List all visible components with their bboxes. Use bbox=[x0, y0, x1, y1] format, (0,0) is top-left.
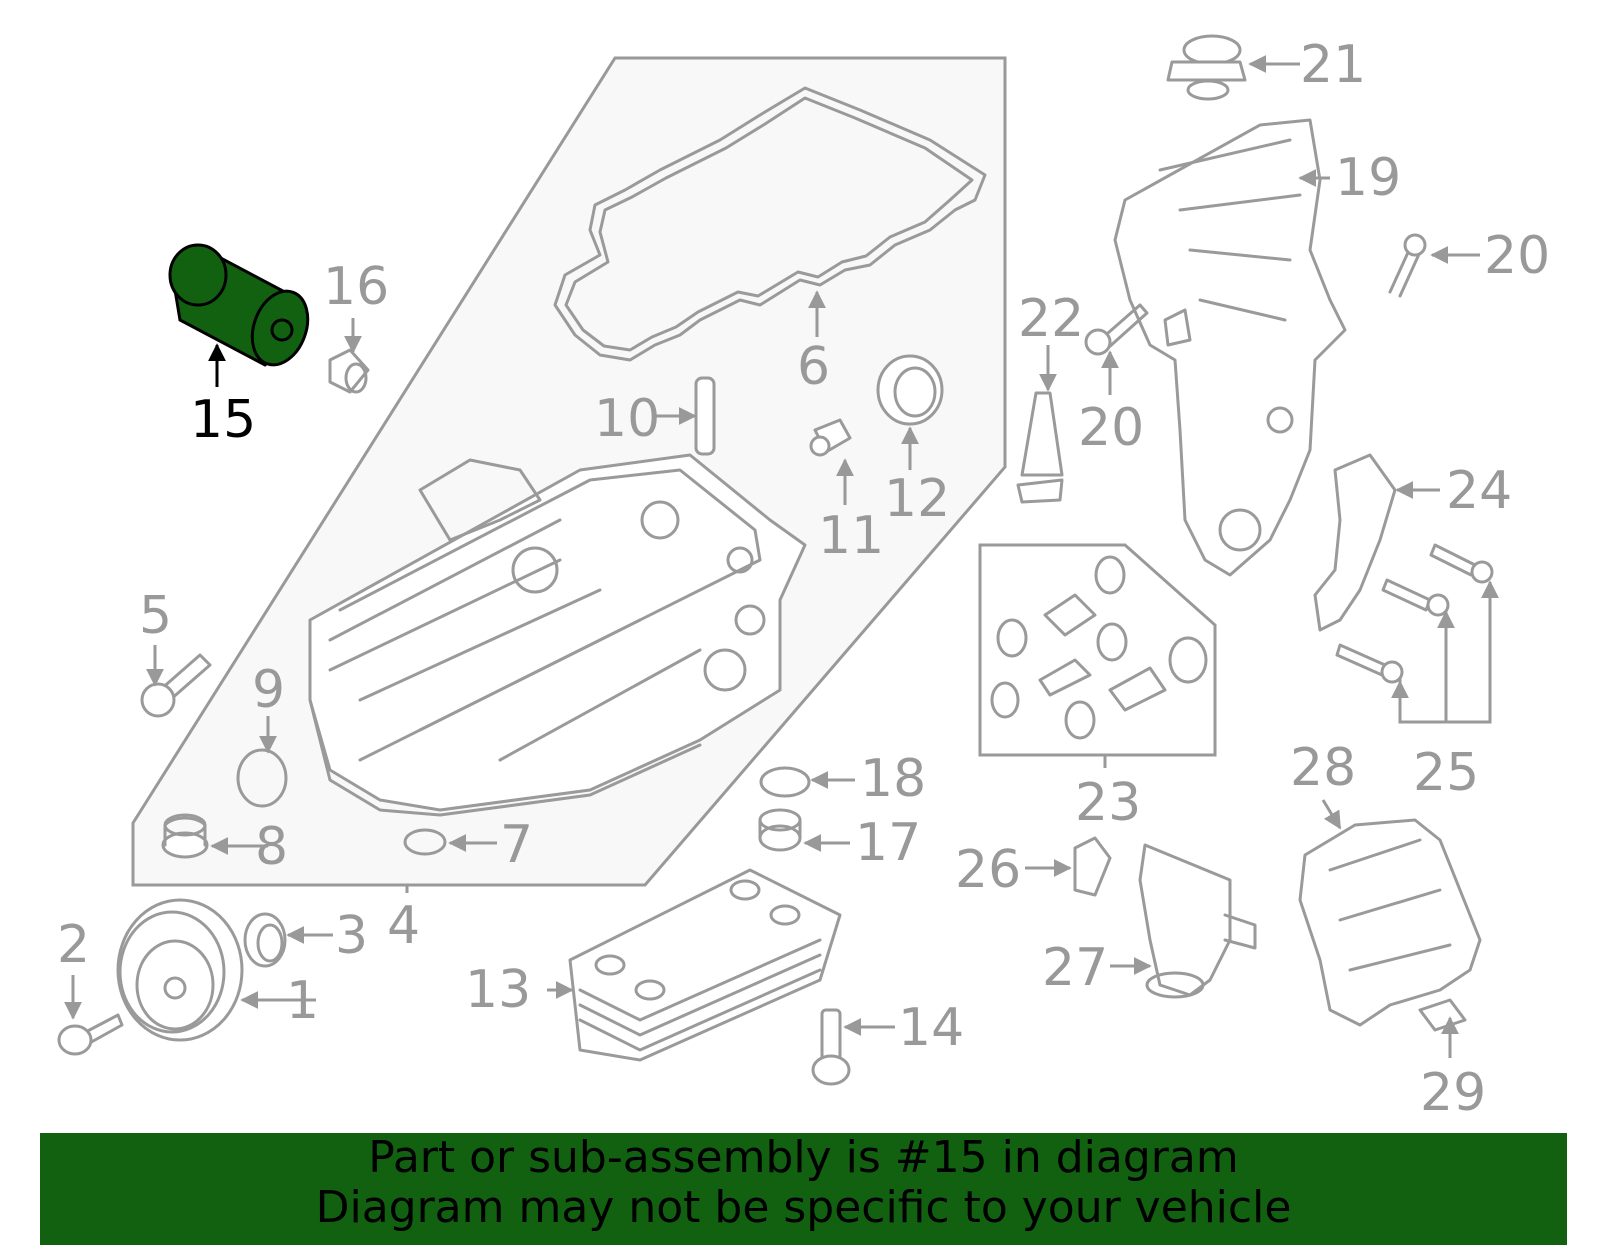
kit-panel bbox=[978, 543, 1217, 757]
pulley bbox=[116, 898, 244, 1042]
callout-19: 19 bbox=[1335, 148, 1401, 208]
callout-14: 14 bbox=[898, 998, 964, 1058]
callout-25: 25 bbox=[1413, 743, 1479, 803]
drain-plug bbox=[161, 813, 209, 859]
bolt-20-upper bbox=[1388, 233, 1427, 298]
callout-24: 24 bbox=[1446, 461, 1512, 521]
callout-7: 7 bbox=[500, 815, 533, 875]
callout-26: 26 bbox=[955, 840, 1021, 900]
callout-15: 15 bbox=[190, 390, 256, 450]
bracket-24 bbox=[1313, 453, 1397, 632]
bolt-5 bbox=[140, 653, 212, 718]
kit-parts bbox=[990, 555, 1208, 740]
banner-line-1: Part or sub-assembly is #15 in diagram bbox=[368, 1132, 1239, 1183]
thermostat-housing-27 bbox=[1138, 843, 1257, 999]
callout-11: 11 bbox=[818, 506, 884, 566]
seal-3 bbox=[243, 912, 287, 968]
bolt-20-lower bbox=[1084, 303, 1149, 356]
sensor-22 bbox=[1016, 391, 1064, 504]
filler-cap bbox=[1166, 34, 1247, 101]
oil-pan-gasket bbox=[553, 86, 987, 362]
bushing bbox=[328, 348, 370, 394]
callout-2: 2 bbox=[57, 915, 90, 975]
gasket-ring-7 bbox=[403, 828, 447, 856]
callout-10: 10 bbox=[594, 389, 660, 449]
oil-filter-highlighted bbox=[168, 243, 310, 367]
bolts-25 bbox=[1335, 543, 1494, 684]
oil-level-sensor bbox=[809, 418, 852, 457]
callout-8: 8 bbox=[255, 817, 288, 877]
callout-13: 13 bbox=[465, 960, 531, 1020]
connector-26 bbox=[1073, 836, 1112, 897]
cover-28 bbox=[1298, 818, 1482, 1027]
callout-6: 6 bbox=[797, 337, 830, 397]
callout-18: 18 bbox=[860, 749, 926, 809]
seal-ring bbox=[876, 354, 944, 426]
callout-17: 17 bbox=[855, 813, 921, 873]
dowel-pin bbox=[694, 376, 716, 456]
oil-pan bbox=[308, 453, 807, 817]
callout-21: 21 bbox=[1300, 35, 1366, 95]
callout-20b: 20 bbox=[1078, 398, 1144, 458]
callout-1: 1 bbox=[286, 971, 319, 1031]
callout-5: 5 bbox=[139, 586, 172, 646]
callout-3: 3 bbox=[335, 906, 368, 966]
info-banner: Part or sub-assembly is #15 in diagram D… bbox=[40, 1133, 1567, 1245]
callout-16: 16 bbox=[323, 257, 389, 317]
plug-17 bbox=[758, 808, 802, 852]
timing-cover-housing bbox=[1113, 118, 1347, 577]
callout-27: 27 bbox=[1042, 938, 1108, 998]
callout-29: 29 bbox=[1420, 1063, 1486, 1123]
leader-lines bbox=[64, 55, 1499, 1058]
callout-22: 22 bbox=[1018, 289, 1084, 349]
callout-4: 4 bbox=[387, 896, 420, 956]
ring-18 bbox=[759, 766, 811, 798]
oil-cooler bbox=[568, 868, 842, 1062]
bolt-14 bbox=[811, 1008, 851, 1086]
callout-12: 12 bbox=[884, 469, 950, 529]
callout-20a: 20 bbox=[1484, 226, 1550, 286]
callout-23: 23 bbox=[1075, 773, 1141, 833]
bolt-2 bbox=[57, 1013, 124, 1056]
plate-29 bbox=[1418, 998, 1467, 1032]
banner-line-2: Diagram may not be specific to your vehi… bbox=[315, 1182, 1292, 1233]
callout-28: 28 bbox=[1290, 738, 1356, 798]
callout-9: 9 bbox=[252, 660, 285, 720]
